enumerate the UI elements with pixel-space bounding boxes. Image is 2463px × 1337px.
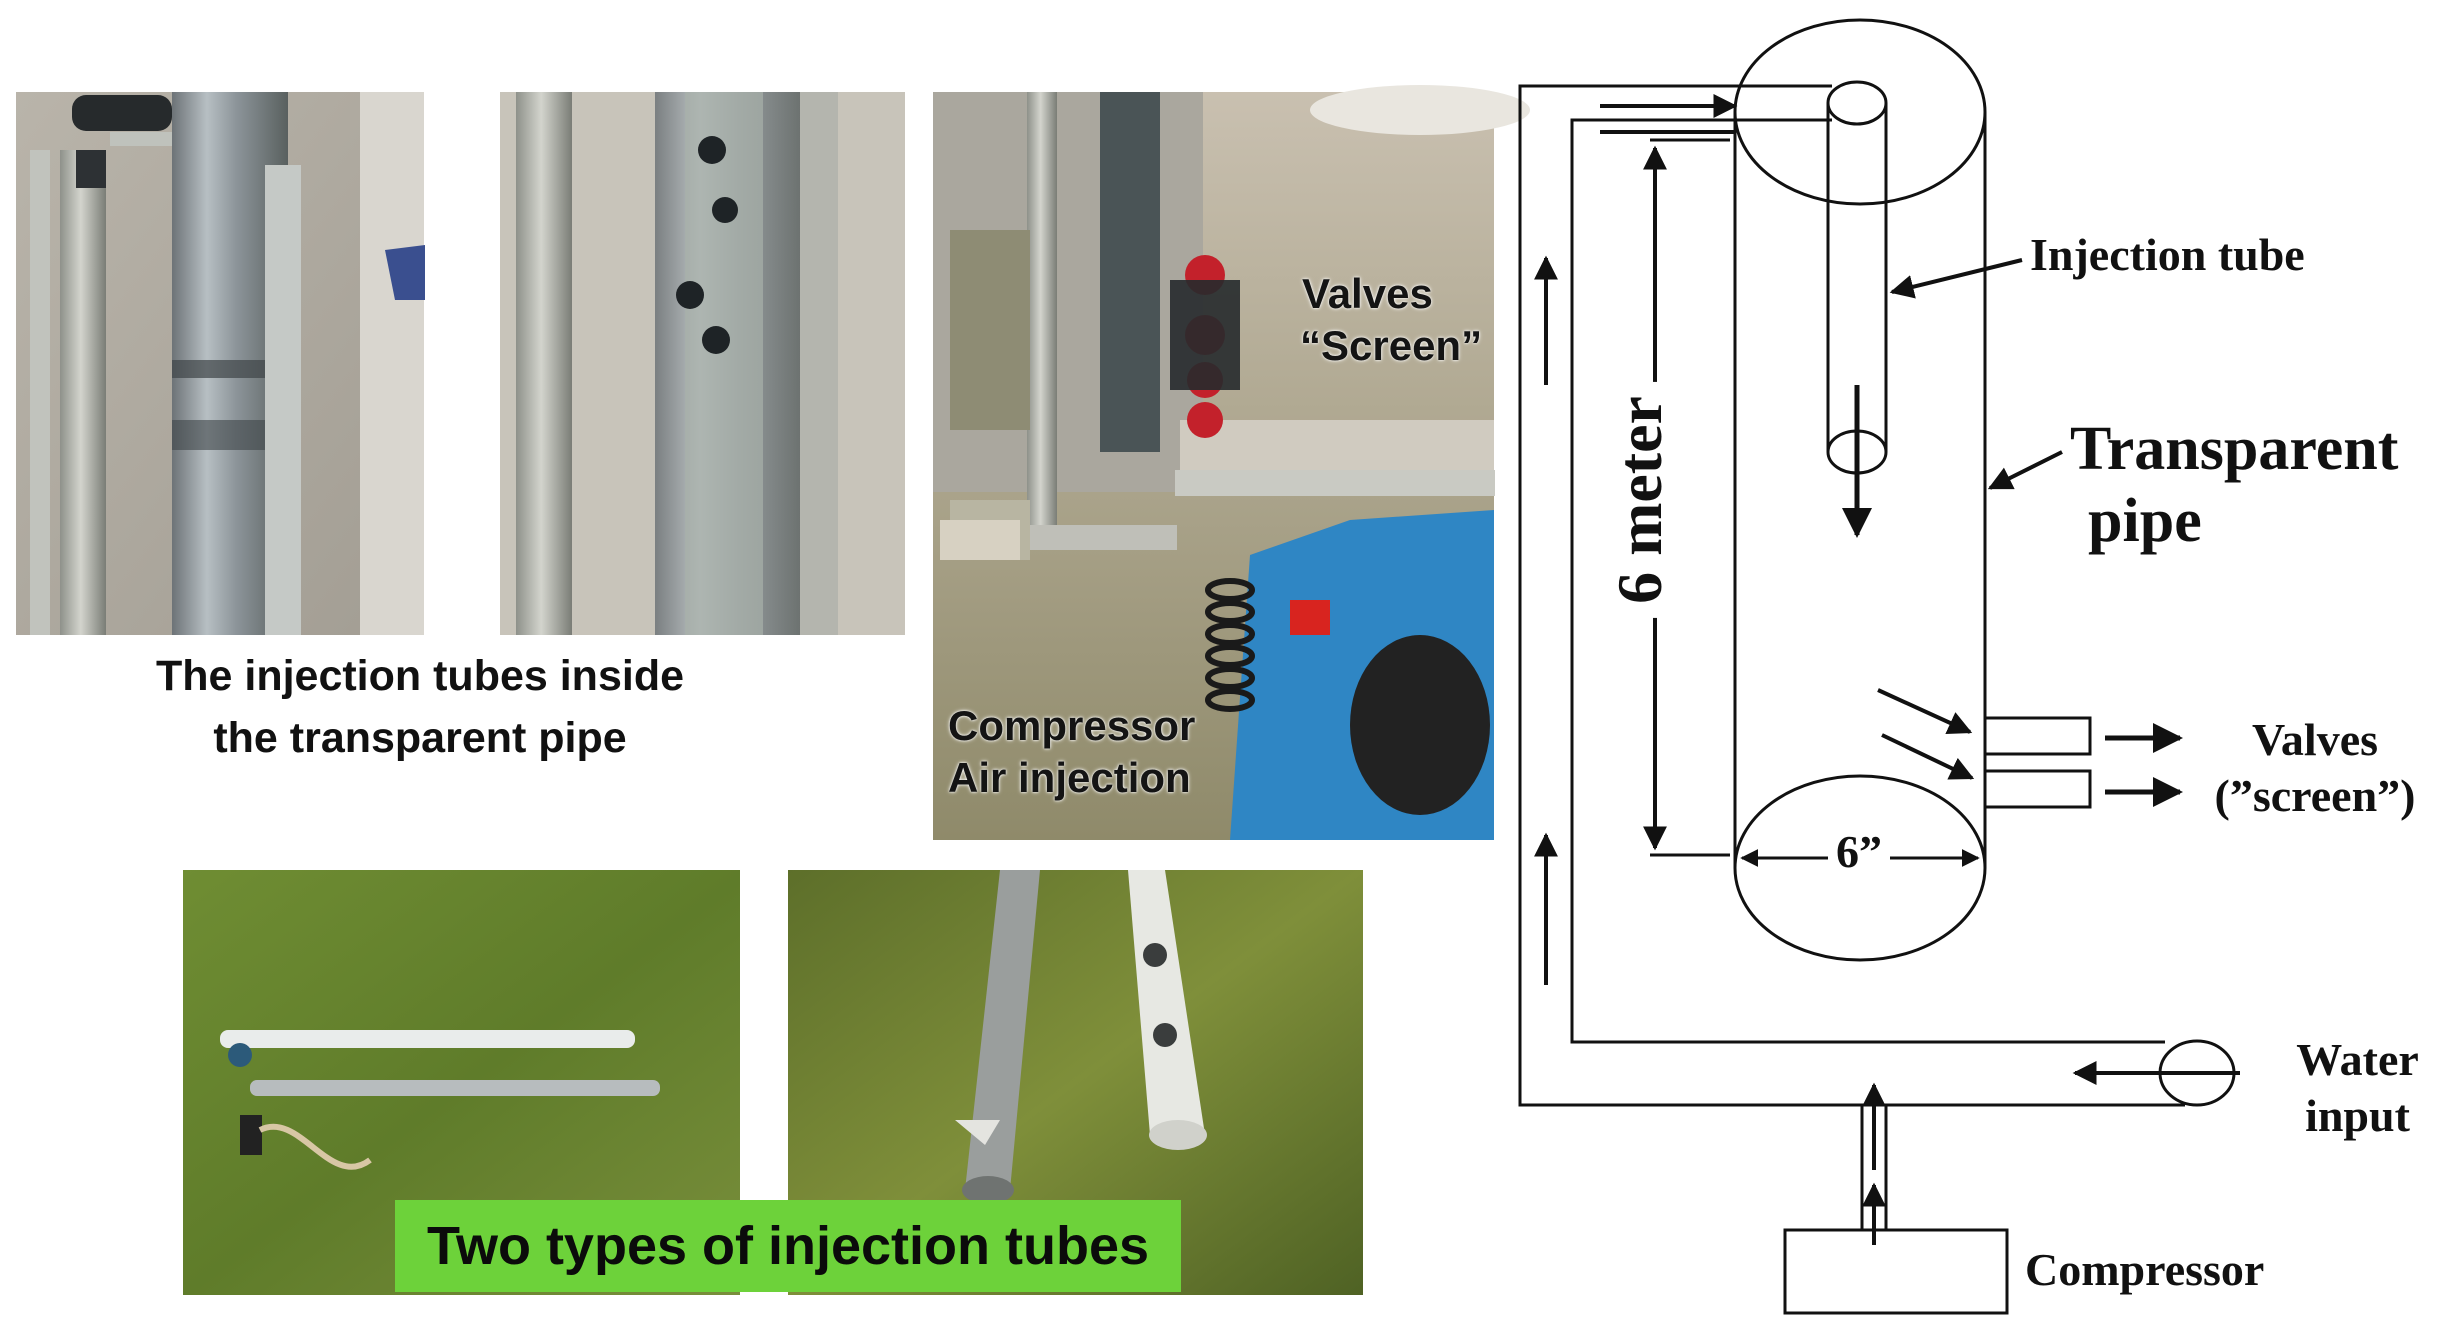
photo-label-valves-line2: “Screen” <box>1300 322 1483 369</box>
label-diameter: 6” <box>1828 825 1890 878</box>
photo-label-compressor-line1: Compressor <box>948 702 1196 749</box>
label-valves-screen: Valves (”screen”) <box>2195 712 2435 824</box>
valve-port-lower <box>1983 769 2092 809</box>
caption-injection-tubes: The injection tubes inside the transpare… <box>100 645 740 769</box>
transparent-pipe-leader <box>1987 450 2063 490</box>
label-transparent-pipe-line1: Transparent <box>2070 415 2399 483</box>
photo-label-valves: Valves “Screen” <box>1300 268 1482 372</box>
photo-label-compressor-line2: Air injection <box>948 754 1191 801</box>
label-transparent-pipe-line2: pipe <box>2088 487 2202 555</box>
caption-injection-tubes-line1: The injection tubes inside <box>155 652 684 700</box>
photo-label-valves-line1: Valves <box>1302 270 1433 317</box>
photo-label-compressor: Compressor Air injection <box>948 700 1195 804</box>
label-height: 6 meter <box>1590 380 1690 620</box>
injection-tube-leader <box>1889 258 2023 299</box>
photo-valves-compressor <box>933 85 1530 840</box>
label-transparent-pipe: Transparent pipe <box>2070 413 2398 557</box>
label-water-input-line1: Water <box>2296 1034 2419 1085</box>
label-water-input-line2: input <box>2305 1090 2410 1141</box>
label-water-input: Water input <box>2265 1032 2450 1144</box>
schematic-diagram <box>1518 18 2240 1315</box>
outer-water-loop <box>1518 84 2185 1107</box>
injection-tube-top <box>1826 80 1888 126</box>
label-height-text: 6 meter <box>1603 382 1677 618</box>
inner-water-loop <box>1570 118 2165 1044</box>
photo-pipe-on-wall <box>16 92 425 635</box>
caption-injection-tubes-line2: the transparent pipe <box>213 714 627 762</box>
label-valves-screen-line1: Valves <box>2251 714 2379 765</box>
photo-pipe-closeup <box>500 92 905 635</box>
banner-two-types: Two types of injection tubes <box>395 1200 1181 1292</box>
label-compressor: Compressor <box>2025 1244 2265 1295</box>
label-valves-screen-line2: (”screen”) <box>2214 770 2416 821</box>
compressor-box <box>1783 1228 2009 1315</box>
label-injection-tube: Injection tube <box>2030 229 2305 280</box>
valve-port-upper <box>1983 716 2092 756</box>
